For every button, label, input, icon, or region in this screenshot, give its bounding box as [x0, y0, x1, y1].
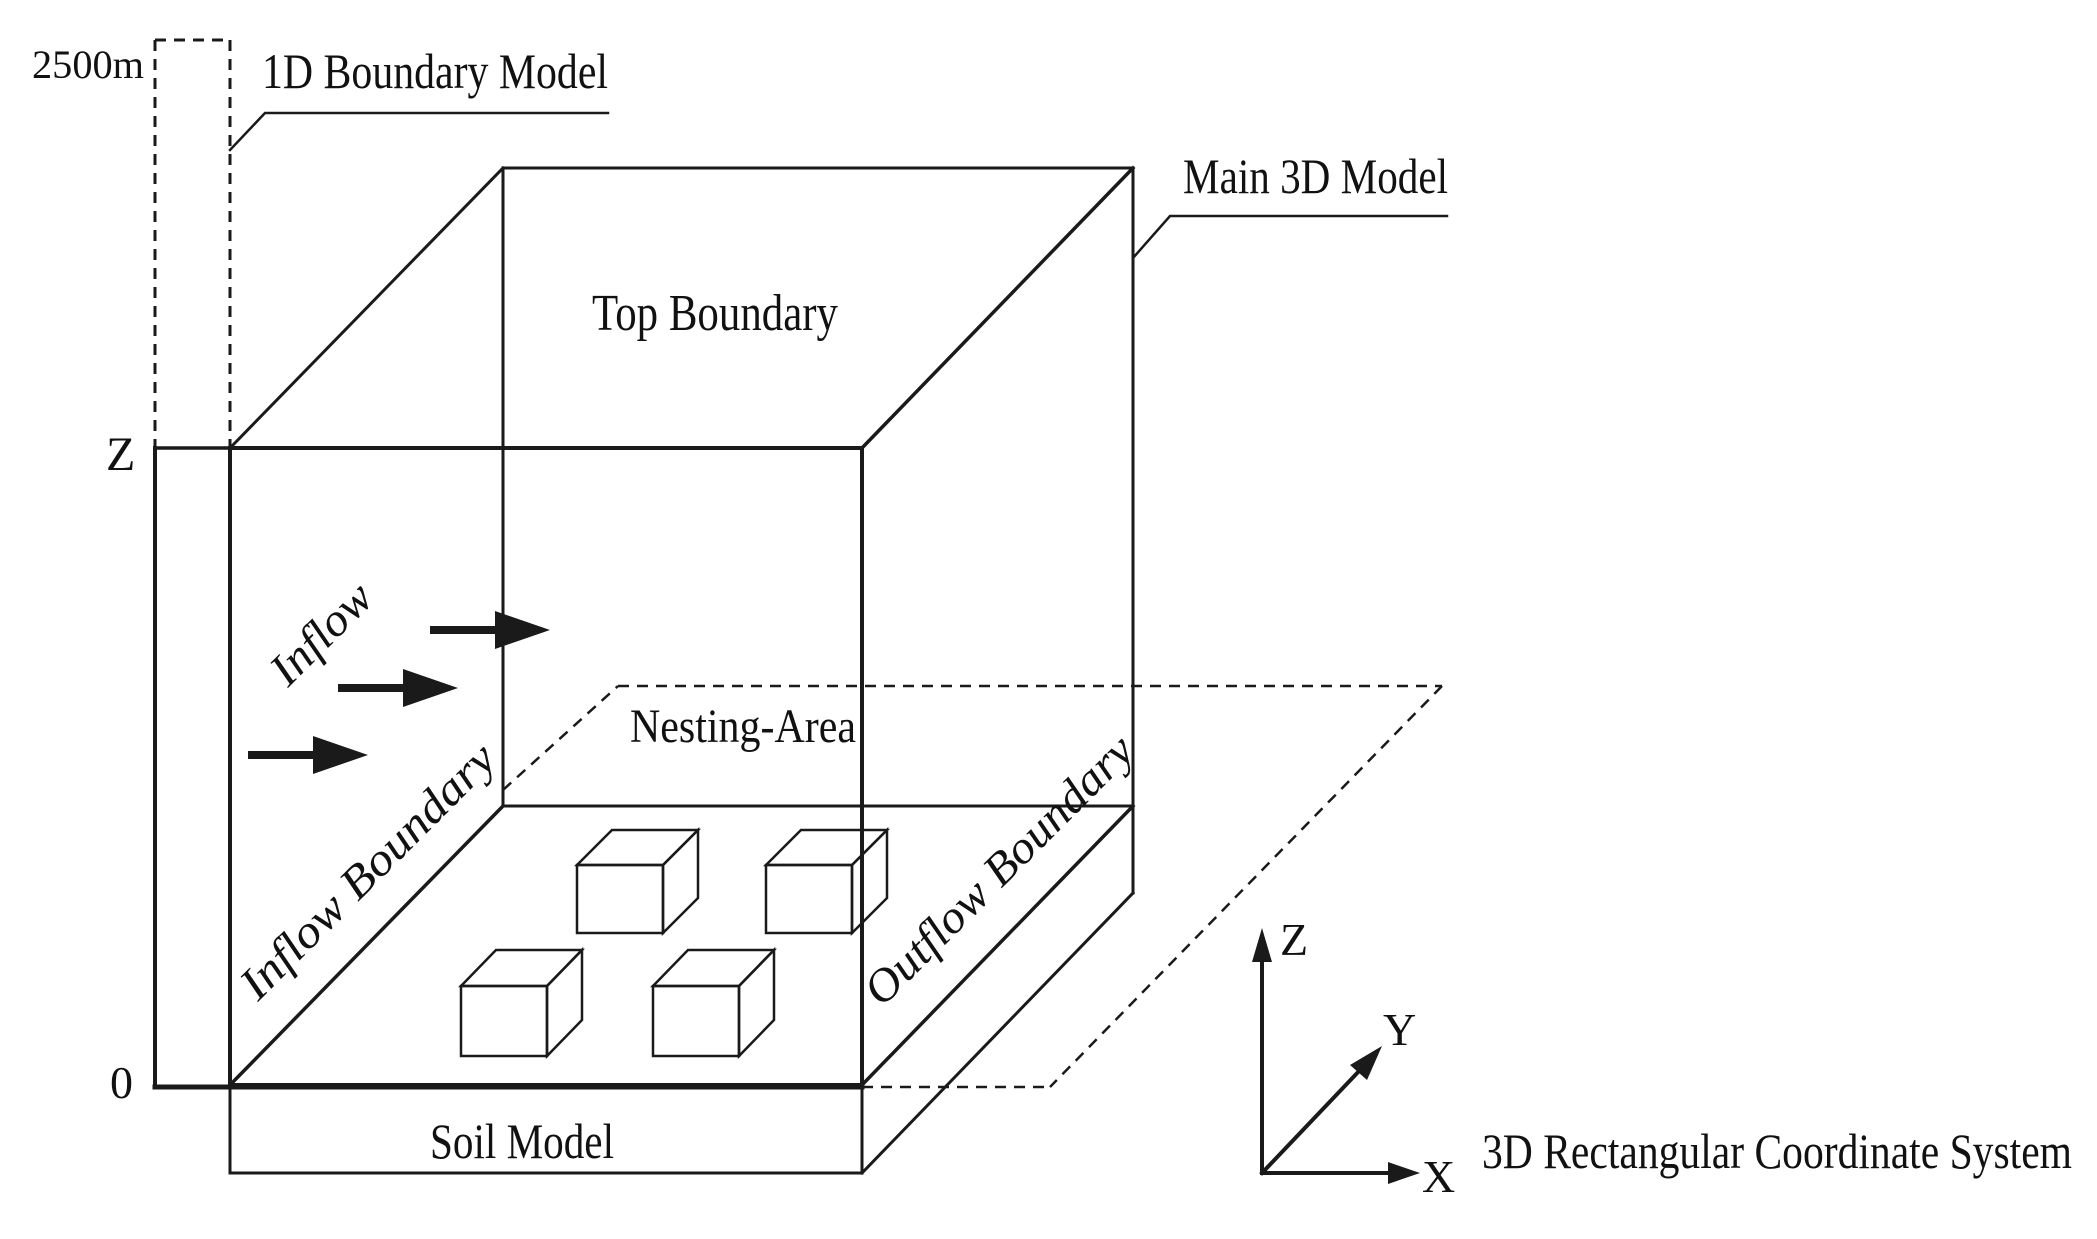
top-boundary-label: Top Boundary: [592, 285, 838, 342]
soil-model-label: Soil Model: [430, 1113, 614, 1169]
left-z-axis: [152, 446, 865, 1090]
coord-y-label: Y: [1383, 1004, 1416, 1055]
inflow-arrow-2: [338, 669, 458, 707]
nesting-area-plane: [502, 684, 1443, 1089]
z-axis-left-label: Z: [106, 428, 135, 481]
building-cube-4: [650, 946, 777, 1060]
zero-label: 0: [110, 1057, 133, 1108]
coord-system-label: 3D Rectangular Coordinate System: [1482, 1123, 2072, 1179]
y-arrowhead-icon: [1350, 1046, 1382, 1080]
coord-x-label: X: [1422, 1151, 1455, 1202]
inflow-arrow-1: [430, 611, 550, 649]
boundary-1d-column: [153, 38, 232, 448]
outflow-boundary-label: Outflow Boundary: [853, 724, 1144, 1015]
building-cube-2: [762, 826, 891, 937]
boundary-1d-label: 1D Boundary Model: [262, 43, 608, 99]
coord-z-label: Z: [1280, 914, 1308, 965]
building-cube-3: [458, 946, 585, 1060]
height-top-label: 2500m: [32, 42, 144, 87]
inflow-arrow-3: [248, 736, 368, 774]
x-arrowhead-icon: [1388, 1162, 1420, 1184]
boundary-1d-leader: [228, 111, 610, 152]
building-cube-1: [573, 826, 702, 937]
soil-model-box: [228, 804, 1136, 1176]
inflow-boundary-label: Inflow Boundary: [228, 732, 506, 1010]
main-3d-label: Main 3D Model: [1183, 148, 1448, 204]
nesting-area-label: Nesting-Area: [630, 700, 856, 753]
z-arrowhead-icon: [1252, 928, 1272, 962]
main-3d-leader: [1131, 214, 1449, 260]
coordinate-axes: [1252, 928, 1420, 1184]
inflow-label: Inflow: [258, 571, 383, 696]
